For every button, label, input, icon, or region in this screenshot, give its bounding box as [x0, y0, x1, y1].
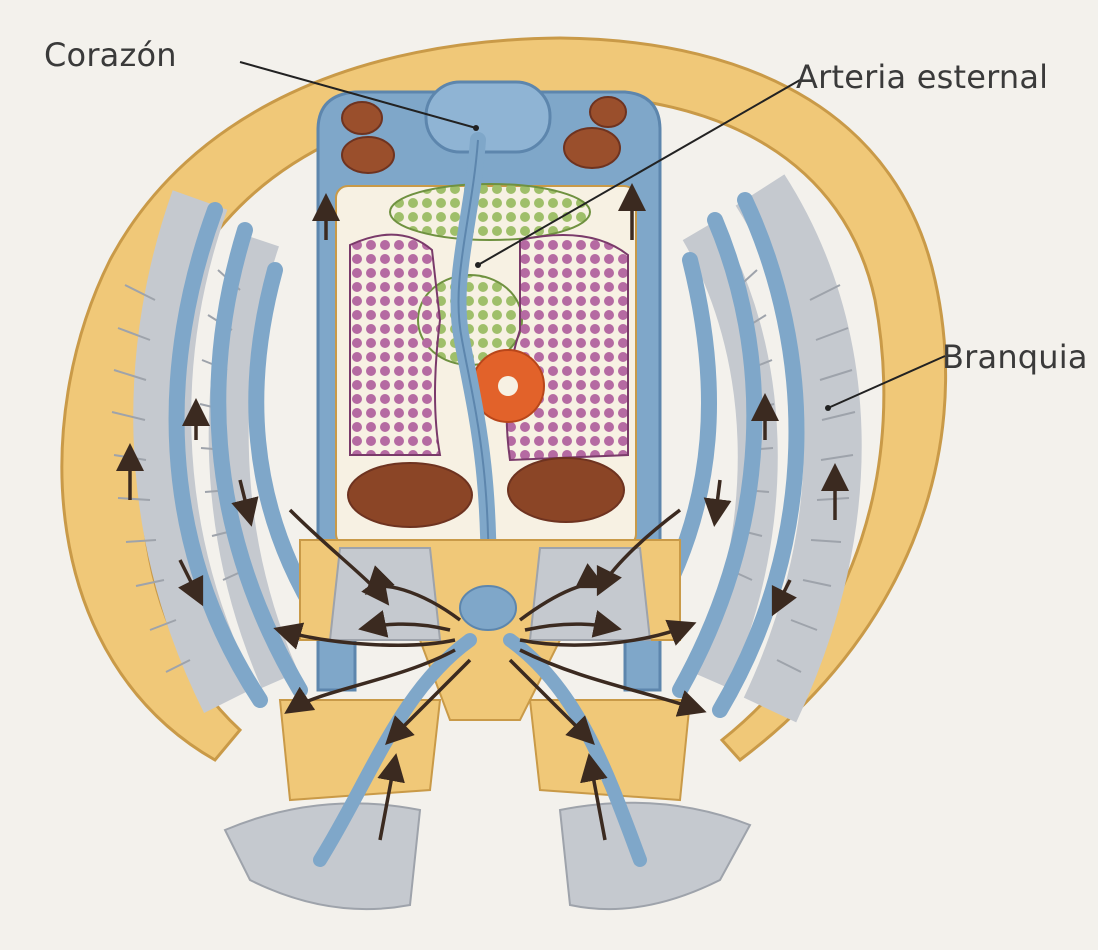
heart [426, 82, 550, 152]
leg-right [530, 700, 750, 909]
leader-dot-corazon [473, 125, 479, 131]
ventral-sternum [300, 540, 680, 720]
leg-left [225, 700, 440, 909]
leader-dot-branquia [825, 405, 831, 411]
label-corazon: Corazón [44, 36, 177, 74]
leader-dot-arteria [475, 262, 481, 268]
gut-dorsal [390, 184, 590, 240]
label-branquia: Branquia [942, 338, 1088, 376]
label-arteria-esternal: Arteria esternal [796, 58, 1048, 96]
